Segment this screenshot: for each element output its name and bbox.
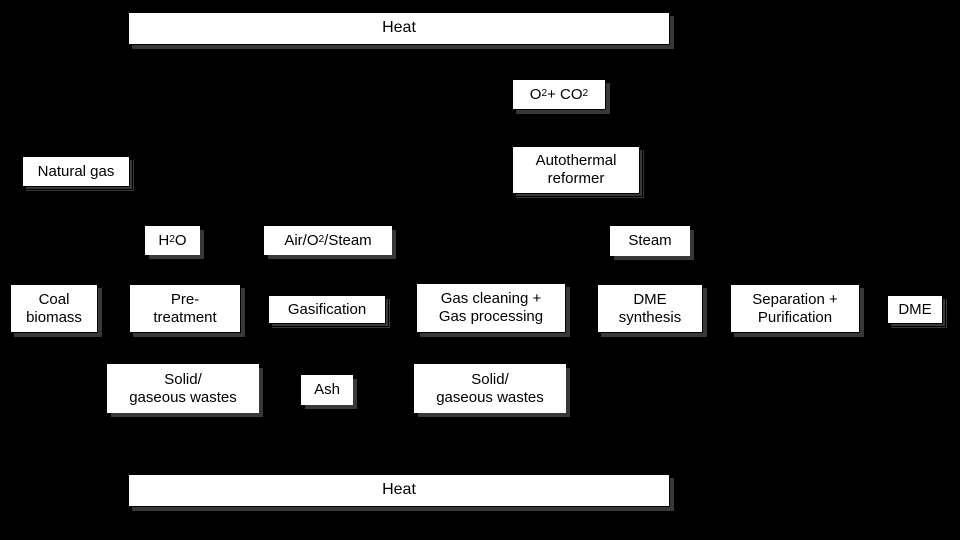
node-dme-product: DME [884, 292, 946, 327]
node-heat-bottom: Heat [128, 474, 670, 507]
node-steam: Steam [610, 226, 690, 256]
node-gas-cleaning: Gas cleaning + Gas processing [416, 283, 566, 333]
node-separation-purification: Separation + Purification [730, 284, 860, 333]
node-heat-top: Heat [128, 12, 670, 45]
node-natural-gas: Natural gas [19, 153, 133, 190]
node-dme-synthesis: DME synthesis [597, 284, 703, 333]
node-ash: Ash [301, 375, 353, 405]
node-coal-biomass: Coal biomass [10, 284, 98, 333]
node-solid-gaseous-wastes-right: Solid/ gaseous wastes [414, 364, 566, 413]
node-pre-treatment: Pre- treatment [129, 284, 241, 333]
node-autothermal-reformer: Autothermal reformer [509, 143, 643, 197]
node-solid-gaseous-wastes-left: Solid/ gaseous wastes [107, 364, 259, 413]
node-gasification: Gasification [265, 292, 389, 327]
